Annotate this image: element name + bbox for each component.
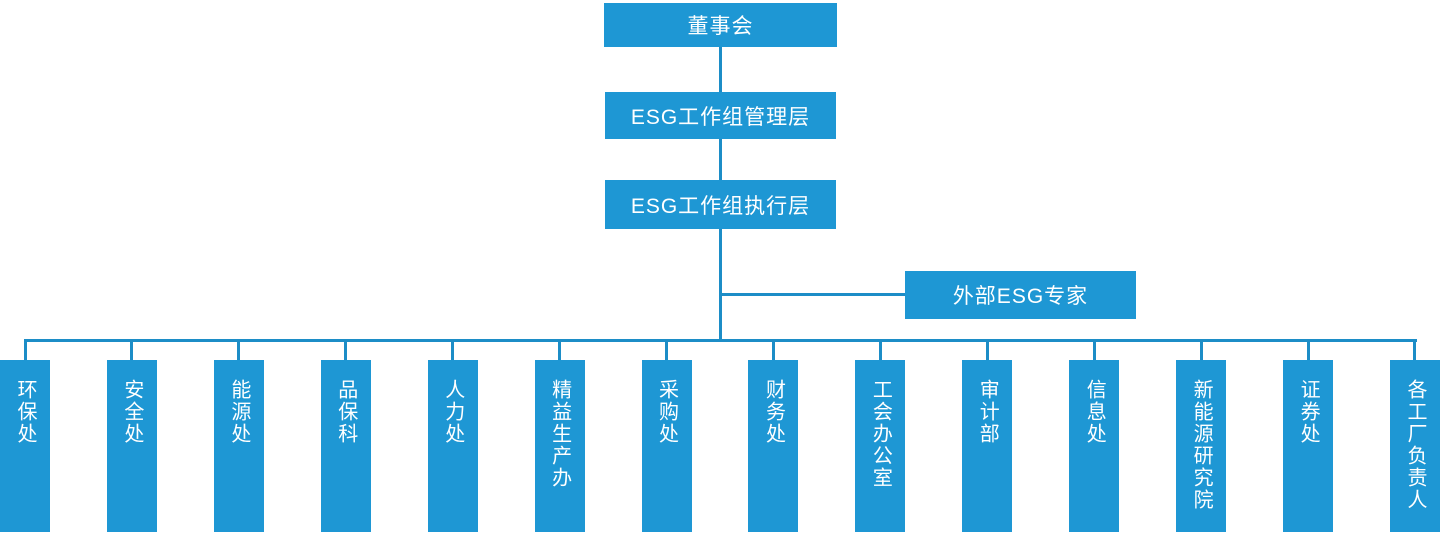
department-label: 能源处 (227, 379, 250, 445)
node-esg-execution: ESG工作组执行层 (605, 180, 836, 229)
department-node: 工会办公室 (855, 340, 906, 532)
department-label: 审计部 (976, 379, 999, 445)
department-label: 证券处 (1297, 379, 1320, 445)
connector-external-branch (720, 293, 907, 296)
department-node: 精益生产办 (534, 340, 585, 532)
connector-management-execution (719, 139, 722, 180)
department-label: 新能源研究院 (1190, 379, 1213, 511)
department-label: 品保科 (334, 379, 357, 445)
node-esg-execution-label: ESG工作组执行层 (630, 194, 811, 218)
department-node: 能源处 (213, 340, 264, 532)
department-label: 各工厂负责人 (1403, 379, 1426, 511)
node-esg-management: ESG工作组管理层 (605, 92, 836, 139)
department-label: 人力处 (441, 379, 464, 445)
department-label: 采购处 (655, 379, 678, 445)
department-node: 财务处 (748, 340, 799, 532)
department-node: 环保处 (0, 340, 50, 532)
department-node: 新能源研究院 (1176, 340, 1227, 532)
department-node: 信息处 (1069, 340, 1120, 532)
department-label: 财务处 (762, 379, 785, 445)
department-node: 采购处 (641, 340, 692, 532)
department-node: 人力处 (427, 340, 478, 532)
department-node: 安全处 (106, 340, 157, 532)
department-node: 审计部 (962, 340, 1013, 532)
department-node: 各工厂负责人 (1389, 340, 1440, 532)
connector-trunk (719, 229, 722, 342)
node-external-esg-experts-label: 外部ESG专家 (952, 285, 1089, 308)
department-node: 证券处 (1283, 340, 1334, 532)
node-external-esg-experts: 外部ESG专家 (905, 271, 1136, 319)
node-esg-management-label: ESG工作组管理层 (630, 105, 811, 129)
department-label: 精益生产办 (548, 379, 571, 489)
connector-board-management (719, 47, 722, 92)
connector-department-bus (24, 339, 1417, 342)
department-label: 工会办公室 (869, 379, 892, 489)
department-node: 品保科 (320, 340, 371, 532)
departments-row: 环保处 安全处 能源处 品保科 人力处 精益生产办 采购处 财务处 工会办公室 … (0, 340, 1440, 532)
department-label: 环保处 (14, 379, 36, 445)
department-label: 安全处 (120, 379, 143, 445)
node-board: 董事会 (604, 3, 837, 47)
node-board-label: 董事会 (687, 15, 754, 38)
department-label: 信息处 (1083, 379, 1106, 445)
